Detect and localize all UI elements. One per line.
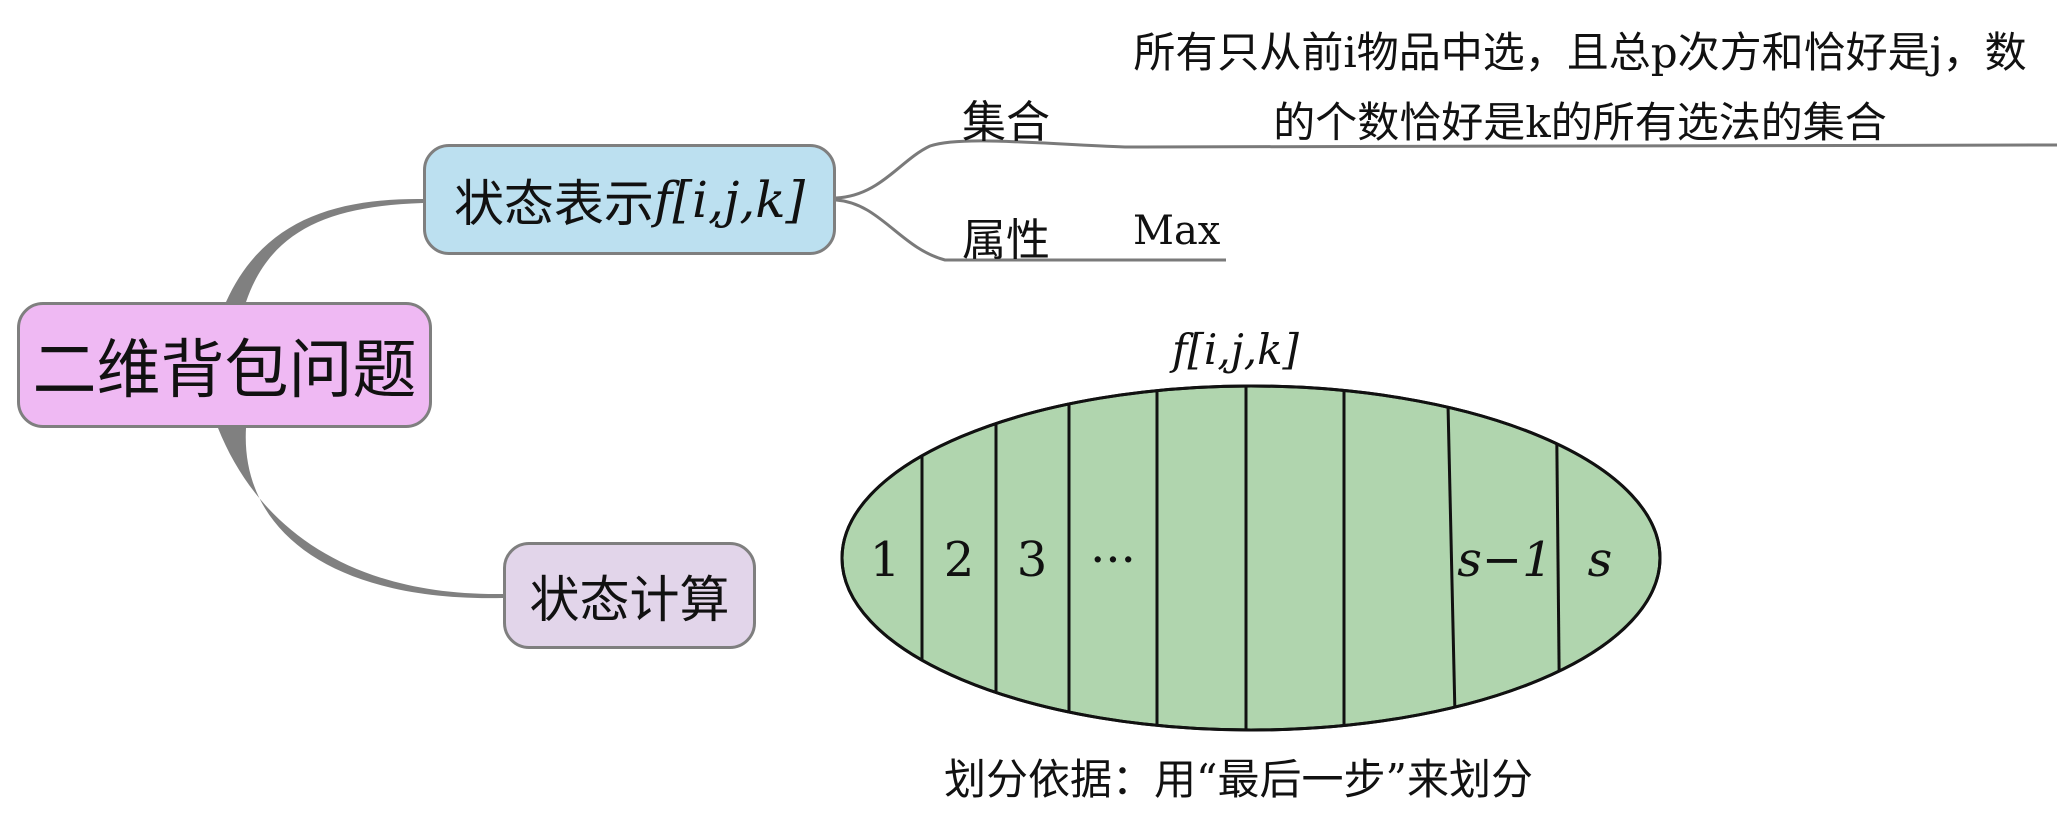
attribute-branch-line <box>835 198 1226 262</box>
attribute-label: 属性 <box>962 215 1050 266</box>
segment-label: 1 <box>870 532 901 588</box>
root-node-label: 二维背包问题 <box>32 334 417 408</box>
segment-label: s <box>1588 532 1613 588</box>
segment-label: s−1 <box>1457 532 1552 588</box>
ellipse-outline <box>840 384 1662 732</box>
segment-label: 3 <box>1017 532 1048 588</box>
set-label: 集合 <box>962 97 1050 148</box>
set-description: 所有只从前i物品中选，且总p次方和恰好是j，数的个数恰好是k的所有选法的集合 <box>1133 28 2027 147</box>
state-formula: f[i,j,k] <box>653 170 806 229</box>
segment-label: ··· <box>1090 532 1136 588</box>
state-representation-label: 状态表示 <box>453 174 654 233</box>
set-branch-line <box>835 139 2058 200</box>
ellipse-title: f[i,j,k] <box>1172 325 1299 374</box>
segment-divider <box>1554 386 1562 730</box>
root-to-calc-connector <box>218 428 503 599</box>
segment-divider <box>1445 386 1458 730</box>
state-computation-node[interactable]: 状态计算 <box>503 542 756 649</box>
partition-basis-caption: 划分依据：用“最后一步”来划分 <box>944 755 1533 804</box>
root-to-state-connector <box>226 198 423 302</box>
state-computation-label: 状态计算 <box>529 570 730 629</box>
root-node[interactable]: 二维背包问题 <box>17 302 432 428</box>
segment-label: 2 <box>944 532 975 588</box>
attribute-value: Max <box>1133 208 1221 254</box>
